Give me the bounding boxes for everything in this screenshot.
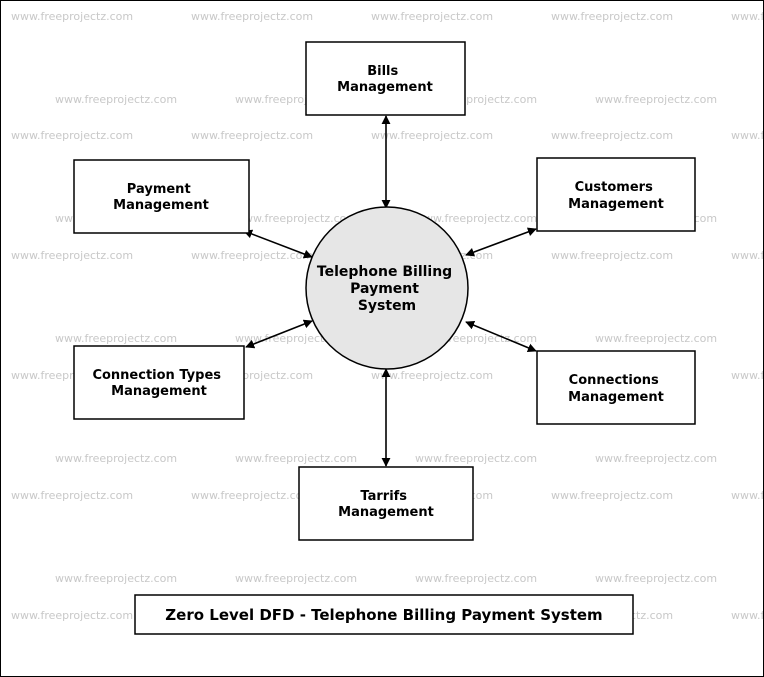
- entity-bills-line-1: Bills: [367, 64, 398, 79]
- entity-connection-types-box: [73, 345, 245, 420]
- process-label: Telephone Billing Payment System: [317, 264, 457, 314]
- entity-customers: Customers Management: [536, 157, 696, 232]
- process-circle: Telephone Billing Payment System: [305, 206, 469, 370]
- entity-customers-line-2: Management: [568, 197, 664, 212]
- data-flows: [243, 115, 537, 467]
- entity-tarrifs-label: Tarrifs Management: [338, 489, 434, 520]
- entity-connection-types-line-2: Management: [111, 384, 207, 399]
- entity-connections-line-1: Connections: [569, 373, 659, 388]
- entity-bills: Bills Management: [305, 41, 466, 116]
- process-label-line-3: System: [358, 298, 416, 314]
- entity-connections-box: [536, 350, 696, 425]
- entity-connections: Connections Management: [536, 350, 696, 425]
- entity-bills-line-2: Management: [337, 80, 433, 95]
- entity-tarrifs-line-1: Tarrifs: [360, 489, 407, 504]
- entity-customers-line-1: Customers: [575, 180, 653, 195]
- flow-connection-types: [245, 319, 313, 349]
- entity-tarrifs-line-2: Management: [338, 505, 434, 520]
- flow-payment: [243, 229, 313, 259]
- caption-text: Zero Level DFD - Telephone Billing Payme…: [165, 606, 602, 624]
- diagram-caption: Zero Level DFD - Telephone Billing Payme…: [134, 594, 634, 635]
- entity-connection-types-line-1: Connection Types: [92, 368, 221, 383]
- caption-box: [134, 594, 634, 635]
- entity-tarrifs-box: [298, 466, 474, 541]
- entity-payment: Payment Management: [73, 159, 250, 234]
- process-label-line-1: Telephone Billing: [317, 264, 452, 280]
- process-shape: [305, 206, 469, 370]
- process-label-line-2: Payment: [350, 281, 419, 297]
- entity-tarrifs: Tarrifs Management: [298, 466, 474, 541]
- entity-connections-label: Connections Management: [568, 373, 664, 405]
- entity-connection-types-label: Connection Types Management: [92, 368, 225, 399]
- entity-bills-box: [305, 41, 466, 116]
- entity-connection-types: Connection Types Management: [73, 345, 245, 420]
- entity-payment-line-1: Payment: [127, 182, 191, 197]
- flow-customers: [465, 227, 537, 257]
- entity-customers-box: [536, 157, 696, 232]
- flow-connections: [465, 320, 537, 353]
- entity-payment-label: Payment Management: [113, 182, 209, 213]
- entity-bills-label: Bills Management: [337, 64, 433, 95]
- entity-customers-label: Customers Management: [568, 180, 664, 212]
- entity-payment-box: [73, 159, 250, 234]
- entity-connections-line-2: Management: [568, 390, 664, 405]
- entity-payment-line-2: Management: [113, 198, 209, 213]
